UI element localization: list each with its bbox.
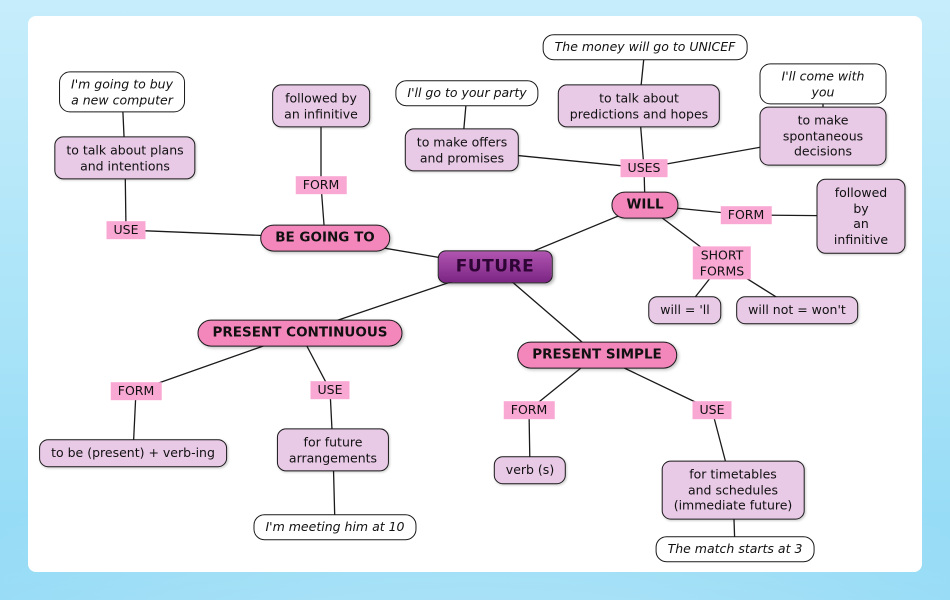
example-will-offers: I'll go to your party [395, 80, 539, 106]
example-be-going-to: I'm going to buy a new computer [59, 71, 185, 113]
node-be-going-to: BE GOING TO [260, 224, 390, 252]
label-ps-use: USE [692, 401, 732, 419]
label-will-uses: USES [620, 159, 668, 177]
desc-ps-use: for timetables and schedules (immediate … [661, 460, 805, 520]
node-will: WILL [611, 191, 679, 219]
desc-be-going-to-form: followed by an infinitive [272, 84, 370, 128]
label-ps-form: FORM [503, 401, 555, 419]
label-pc-form: FORM [110, 382, 162, 400]
label-will-form: FORM [720, 206, 772, 224]
example-will-predictions: The money will go to UNICEF [542, 34, 748, 60]
node-future: FUTURE [437, 250, 553, 284]
desc-be-going-to-use: to talk about plans and intentions [54, 136, 196, 180]
label-pc-use: USE [310, 381, 350, 399]
label-be-going-to-use: USE [106, 221, 146, 239]
node-present-simple: PRESENT SIMPLE [517, 341, 677, 369]
desc-will-short-ll: will = 'll [648, 296, 722, 324]
desc-pc-use: for future arrangements [276, 428, 390, 472]
node-present-continuous: PRESENT CONTINUOUS [197, 319, 403, 347]
desc-will-decisions: to make spontaneous decisions [759, 106, 887, 166]
label-will-short-forms: SHORT FORMS [692, 246, 752, 280]
desc-ps-form: verb (s) [493, 456, 567, 484]
desc-will-form: followed by an infinitive [816, 178, 906, 254]
desc-will-offers: to make offers and promises [404, 128, 520, 172]
example-pc: I'm meeting him at 10 [253, 514, 417, 540]
example-ps: The match starts at 3 [655, 536, 815, 562]
desc-will-predictions: to talk about predictions and hopes [557, 84, 721, 128]
desc-will-short-wont: will not = won't [736, 296, 858, 324]
example-will-decisions: I'll come with you [759, 63, 887, 105]
desc-pc-form: to be (present) + verb-ing [39, 439, 227, 467]
label-be-going-to-form: FORM [295, 176, 347, 194]
